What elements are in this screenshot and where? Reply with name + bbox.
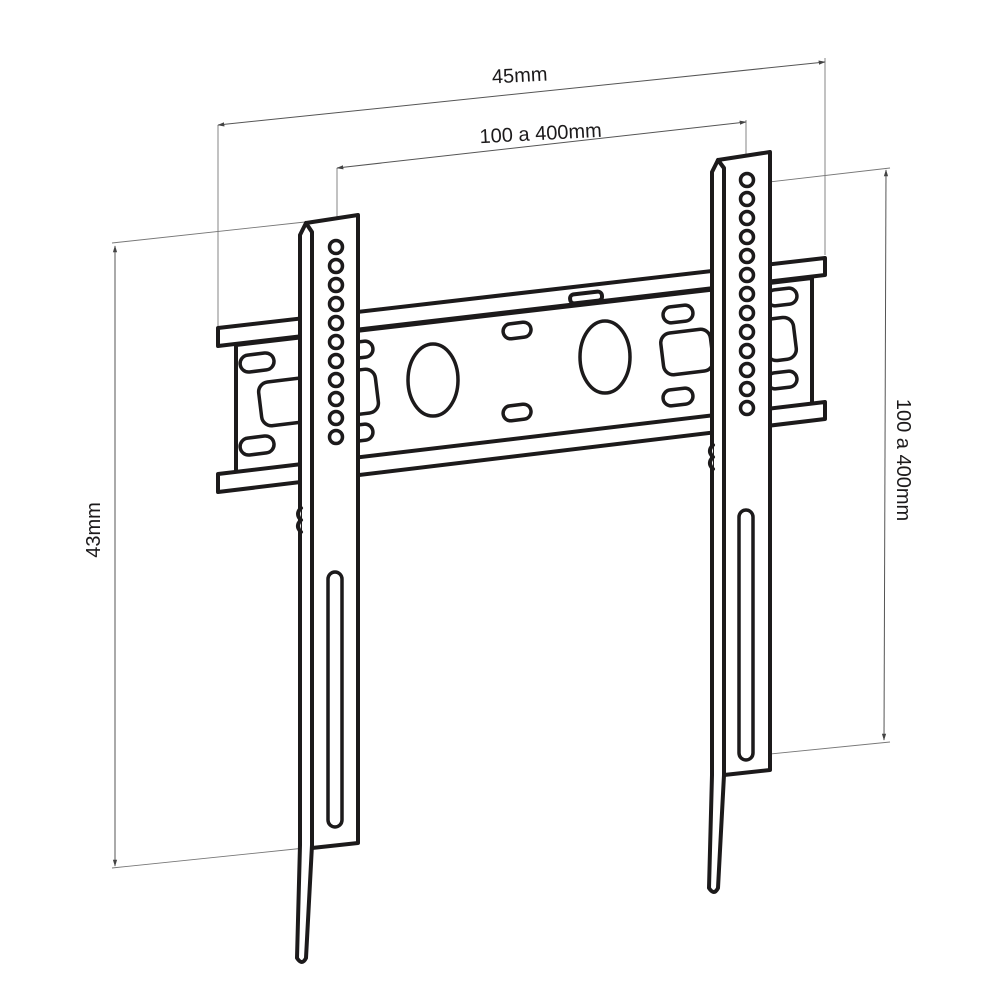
label-vesa-horizontal: 100 a 400mm (479, 120, 602, 148)
dimension-vesa-vertical (759, 167, 891, 756)
wall-plate (216, 256, 827, 494)
right-arm-holes (738, 171, 756, 417)
dimension-overall-width (217, 58, 826, 330)
dimension-overall-height (111, 221, 306, 869)
large-hole-right (578, 319, 632, 395)
left-arm-holes (327, 238, 345, 446)
label-vesa-vertical: 100 a 400mm (892, 399, 914, 521)
right-arm (707, 150, 772, 894)
left-arm (295, 213, 360, 964)
right-arm-slot (737, 508, 755, 762)
large-hole-left (406, 342, 460, 418)
label-overall-width: 45mm (491, 64, 548, 89)
left-arm-slot (326, 570, 344, 829)
label-overall-height: 43mm (83, 502, 105, 558)
